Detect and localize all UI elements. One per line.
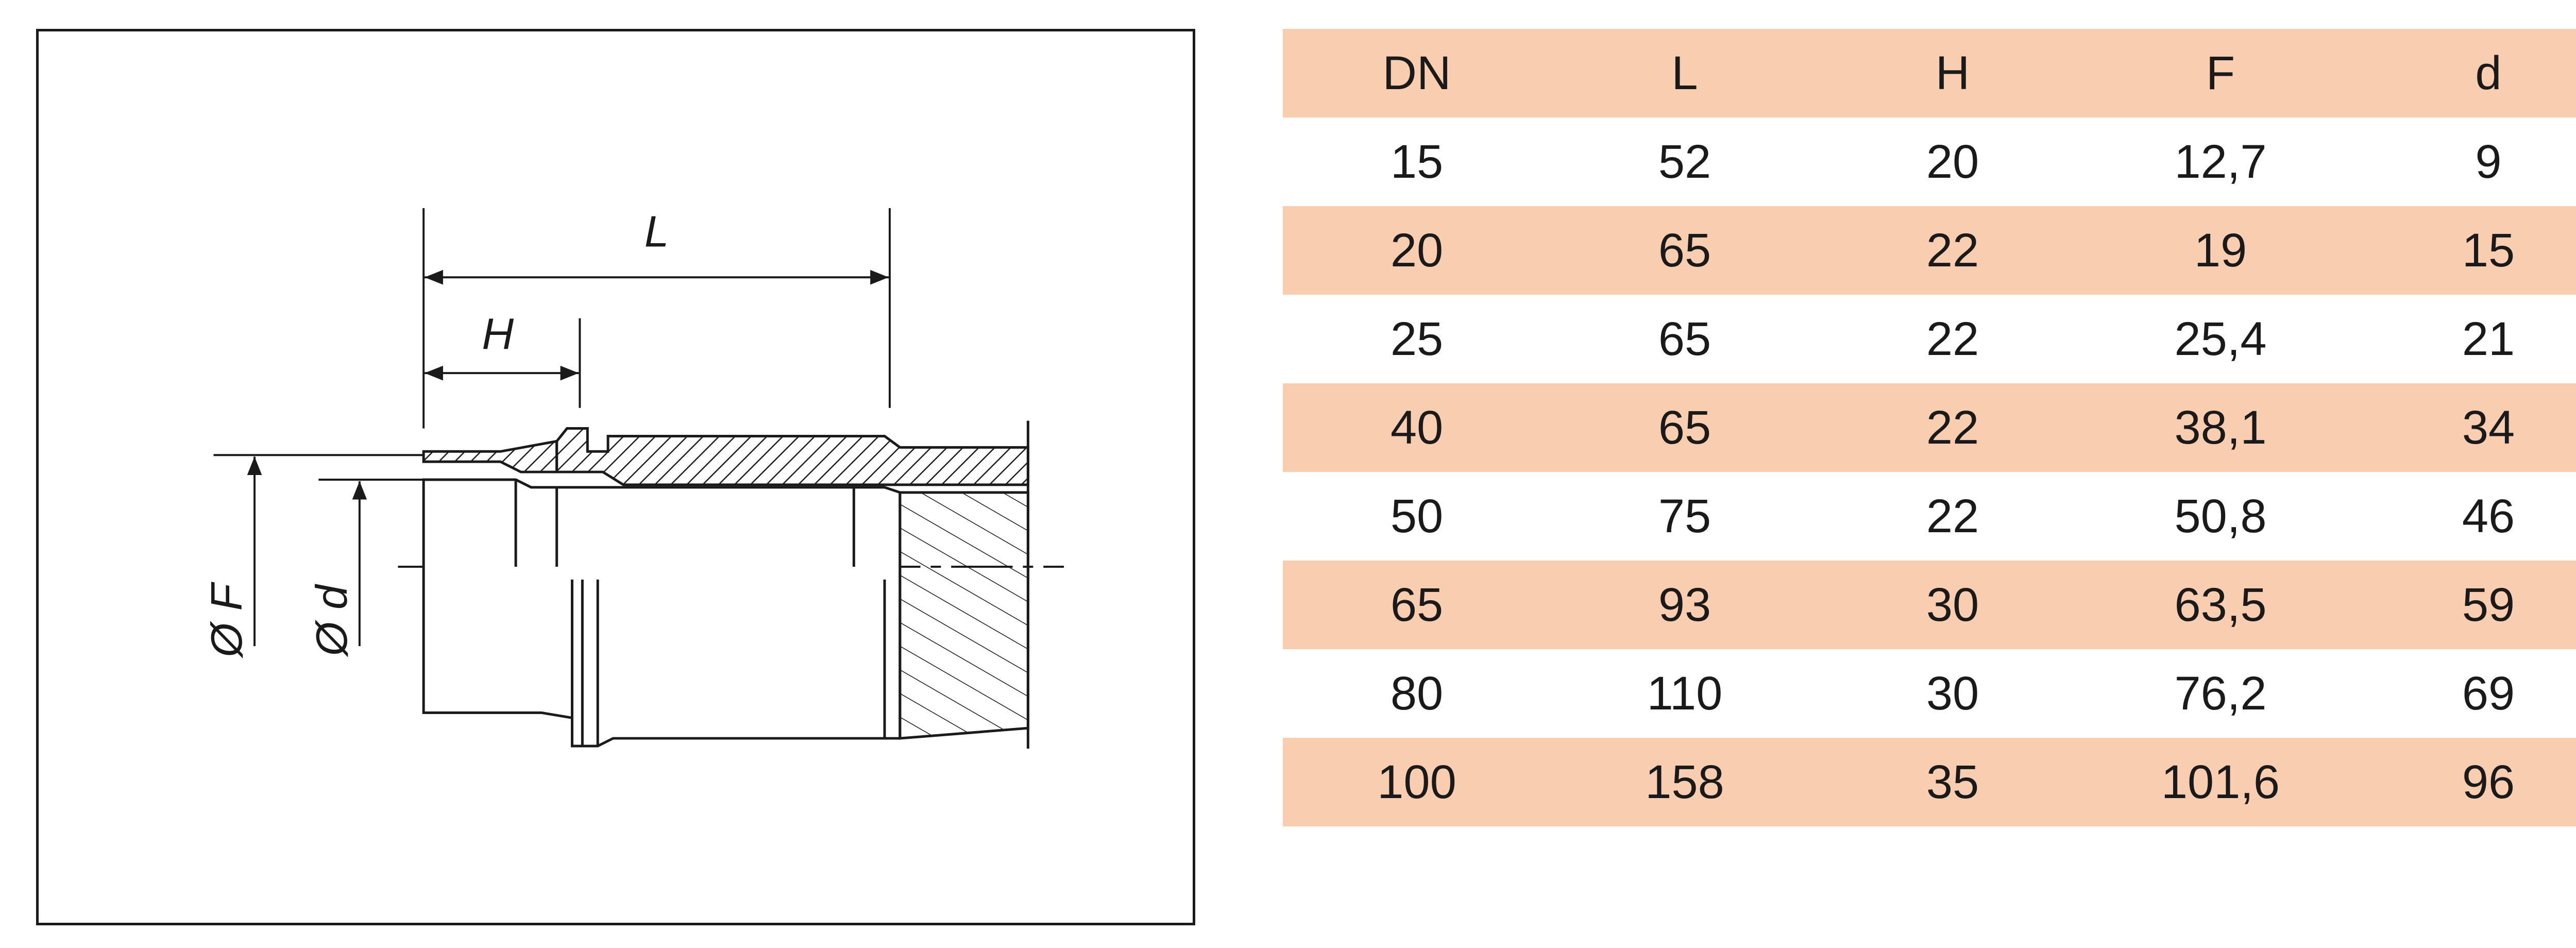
cell-l: 158 xyxy=(1551,738,1819,826)
cell-l: 65 xyxy=(1551,383,1819,472)
cell-l: 52 xyxy=(1658,135,1711,188)
cell-h: 30 xyxy=(1926,667,1979,720)
cell-d: 21 xyxy=(2462,312,2515,365)
cell-h: 30 xyxy=(1819,561,2087,649)
cell-f: 25,4 xyxy=(2174,312,2267,365)
cell-f: 12,7 xyxy=(2174,135,2267,188)
table-row: 50 75 22 50,8 46 xyxy=(1283,472,2576,561)
cell-l: 93 xyxy=(1551,561,1819,649)
cell-f: 50,8 xyxy=(2174,489,2267,543)
cell-d: 96 xyxy=(2354,738,2576,826)
cell-l: 65 xyxy=(1551,206,1819,295)
header-l: L xyxy=(1551,29,1819,117)
table-row: 100 158 35 101,6 96 xyxy=(1283,738,2576,826)
cell-d: 15 xyxy=(2354,206,2576,295)
cell-dn: 50 xyxy=(1390,489,1444,543)
cell-h: 22 xyxy=(1819,206,2087,295)
cell-dn: 65 xyxy=(1283,561,1551,649)
cell-f: 63,5 xyxy=(2087,561,2354,649)
cell-d: 46 xyxy=(2462,489,2515,543)
dimension-label-outer-diameter: Ø F xyxy=(202,581,251,658)
dimension-label-inner-diameter: Ø d xyxy=(308,584,357,657)
cell-f: 19 xyxy=(2087,206,2354,295)
fitting-cross-section-drawing: L H Ø F Ø d xyxy=(202,208,1064,749)
cell-d: 69 xyxy=(2462,667,2515,720)
header-h: H xyxy=(1819,29,2087,117)
table-row: 65 93 30 63,5 59 xyxy=(1283,561,2576,649)
cell-h: 20 xyxy=(1926,135,1979,188)
cell-h: 22 xyxy=(1926,312,1979,365)
cell-d: 34 xyxy=(2354,383,2576,472)
cell-dn: 20 xyxy=(1283,206,1551,295)
cell-f: 76,2 xyxy=(2174,667,2267,720)
table-row: 80 110 30 76,2 69 xyxy=(1283,649,2576,738)
fitting-drawing-panel: L H Ø F Ø d xyxy=(36,29,1195,925)
cell-dn: 40 xyxy=(1283,383,1551,472)
table-row: 40 65 22 38,1 34 xyxy=(1283,383,2576,472)
table-row: 20 65 22 19 15 xyxy=(1283,206,2576,295)
dimension-table: DN L H F d 15 52 20 12,7 9 20 65 22 19 1… xyxy=(1283,29,2576,826)
dimension-label-l: L xyxy=(645,208,669,257)
cell-dn: 15 xyxy=(1390,135,1444,188)
fitting-body xyxy=(422,420,1029,749)
table-row: 15 52 20 12,7 9 xyxy=(1283,117,2576,206)
header-f: F xyxy=(2087,29,2354,117)
table-header-row: DN L H F d xyxy=(1283,29,2576,117)
dimension-lines xyxy=(213,208,891,647)
dimension-label-h: H xyxy=(482,310,514,359)
cell-dn: 80 xyxy=(1390,667,1444,720)
cell-dn: 25 xyxy=(1390,312,1444,365)
cell-f: 101,6 xyxy=(2087,738,2354,826)
cell-h: 22 xyxy=(1926,489,1979,543)
cell-f: 38,1 xyxy=(2087,383,2354,472)
header-dn: DN xyxy=(1283,29,1551,117)
cell-l: 75 xyxy=(1658,489,1711,543)
cell-d: 9 xyxy=(2475,135,2502,188)
cell-d: 59 xyxy=(2354,561,2576,649)
cell-h: 22 xyxy=(1819,383,2087,472)
cell-dn: 100 xyxy=(1283,738,1551,826)
cell-l: 65 xyxy=(1658,312,1711,365)
cell-l: 110 xyxy=(1647,667,1723,720)
header-d: d xyxy=(2354,29,2576,117)
table-row: 25 65 22 25,4 21 xyxy=(1283,295,2576,383)
cell-h: 35 xyxy=(1819,738,2087,826)
